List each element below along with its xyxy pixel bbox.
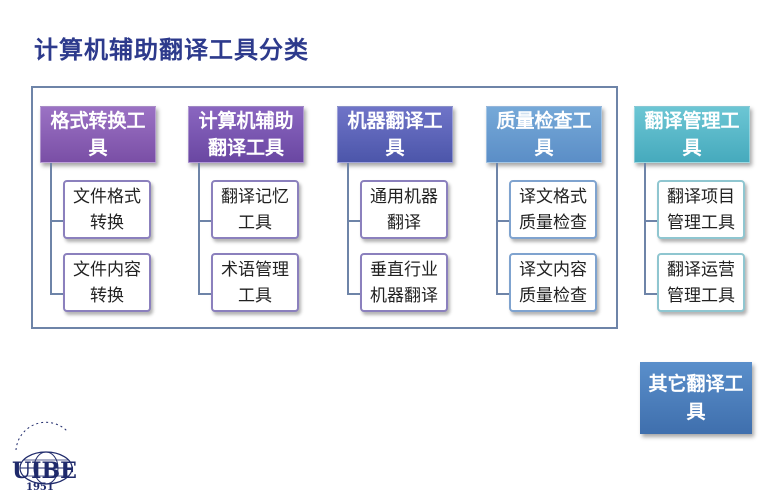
leaf-file-content-conversion: 文件内容转换 xyxy=(63,253,151,312)
leaf-general-mt: 通用机器翻译 xyxy=(360,180,448,239)
leaf-translation-memory: 翻译记忆工具 xyxy=(211,180,299,239)
other-translation-tools: 其它翻译工具 xyxy=(640,362,752,434)
leaf-file-format-conversion: 文件格式转换 xyxy=(63,180,151,239)
university-logo: UIBE xyxy=(12,421,77,485)
page-title: 计算机辅助翻译工具分类 xyxy=(34,36,309,64)
category-format-conversion: 格式转换工具 xyxy=(40,106,156,163)
connector xyxy=(496,163,510,295)
logo-year: 1951 xyxy=(26,482,54,493)
category-machine-translation: 机器翻译工具 xyxy=(337,106,453,163)
connector xyxy=(198,163,212,295)
connector xyxy=(644,163,658,295)
leaf-project-management: 翻译项目管理工具 xyxy=(657,180,745,239)
main-group-frame xyxy=(31,86,618,329)
leaf-format-quality-check: 译文格式质量检查 xyxy=(509,180,597,239)
leaf-terminology-management: 术语管理工具 xyxy=(211,253,299,312)
leaf-operations-management: 翻译运营管理工具 xyxy=(657,253,745,312)
leaf-content-quality-check: 译文内容质量检查 xyxy=(509,253,597,312)
category-quality-check: 质量检查工具 xyxy=(486,106,602,163)
category-cat-tools: 计算机辅助翻译工具 xyxy=(188,106,304,163)
leaf-vertical-industry-mt: 垂直行业机器翻译 xyxy=(360,253,448,312)
connector xyxy=(347,163,361,295)
category-translation-management: 翻译管理工具 xyxy=(634,106,750,163)
logo-text: UIBE xyxy=(12,458,77,484)
connector xyxy=(50,163,64,295)
